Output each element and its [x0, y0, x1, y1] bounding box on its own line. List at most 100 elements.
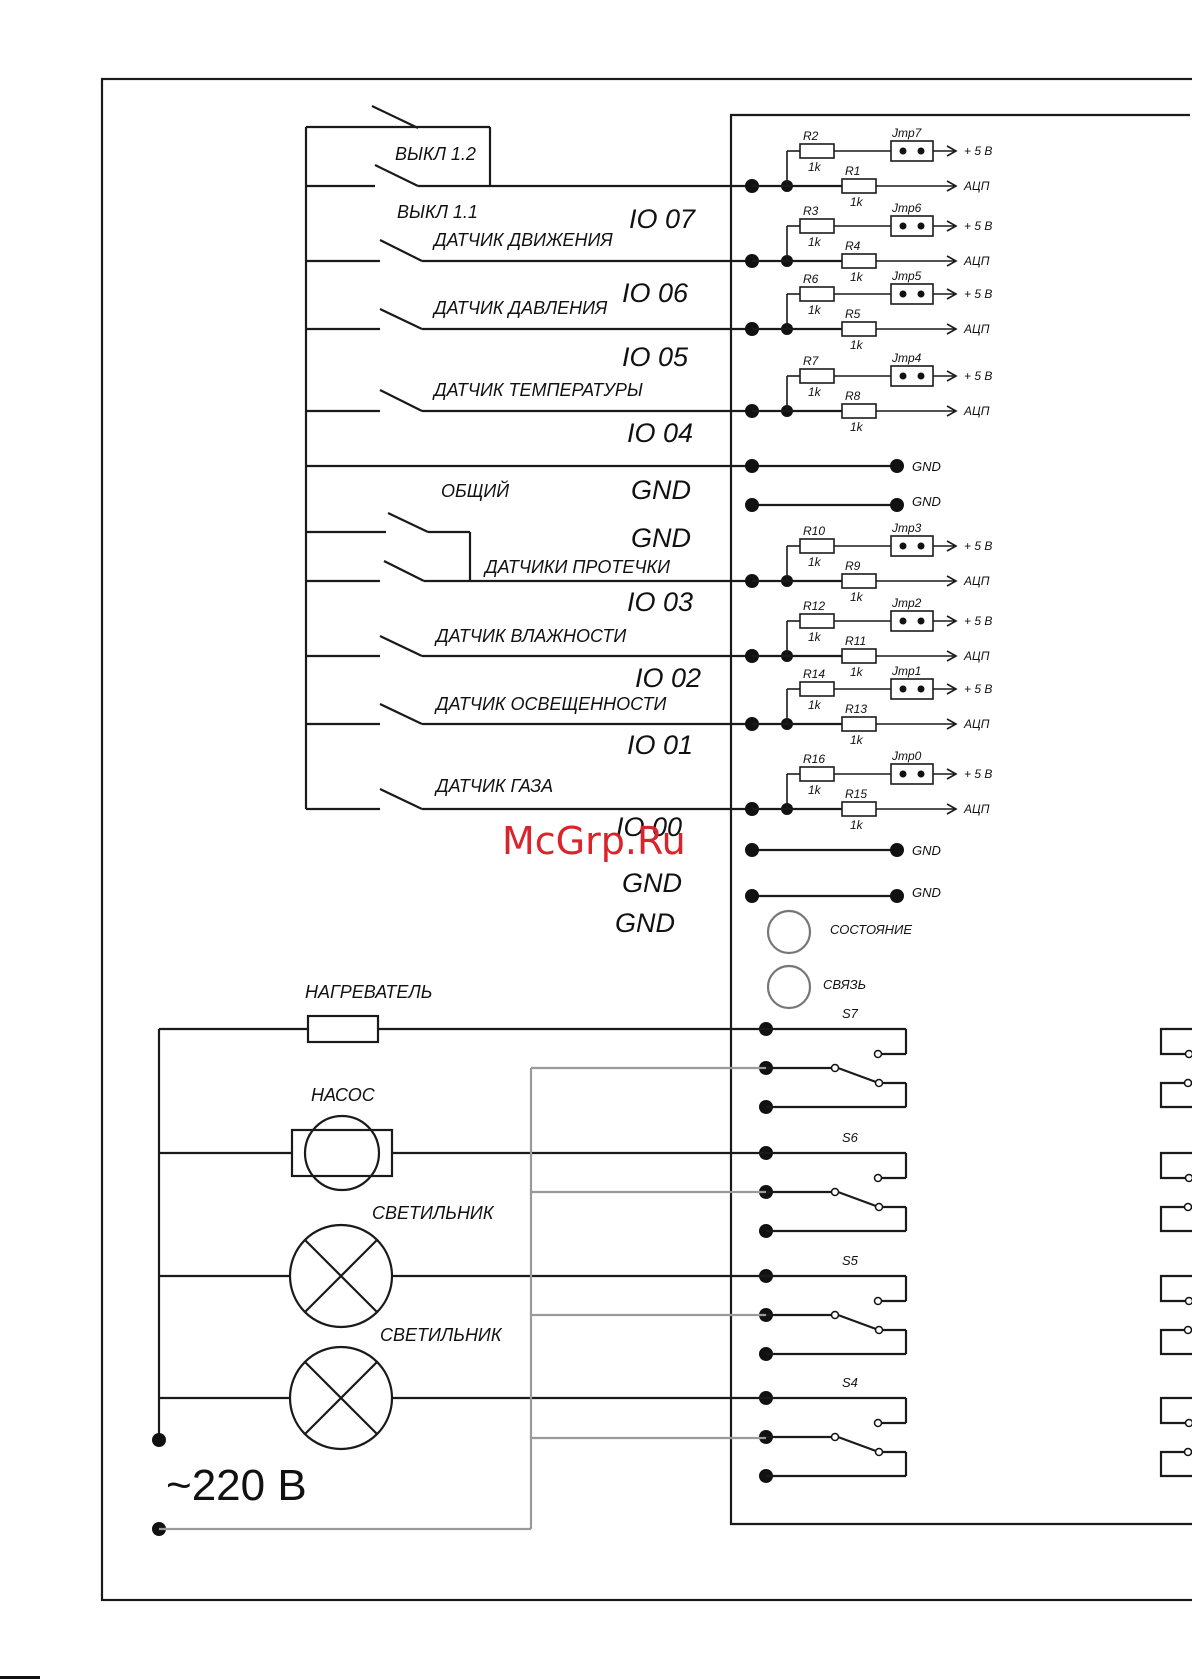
mains-wiring	[152, 1027, 766, 1536]
lamp-2	[288, 1345, 394, 1451]
resistor-value: 1k	[808, 385, 822, 399]
resistor-label: R10	[803, 524, 825, 538]
resistor-label: R2	[803, 129, 819, 143]
io-label-03: IO 03	[627, 587, 693, 617]
resistor-R9	[841, 573, 877, 589]
jumper-label: Jmp7	[891, 126, 923, 140]
resistor-value: 1k	[808, 698, 822, 712]
resistor-R15	[841, 801, 877, 817]
switch-humidity	[379, 635, 752, 658]
supply-label: + 5 В	[964, 144, 992, 158]
jumper-Jmp1	[890, 678, 934, 700]
pump-label: НАСОС	[311, 1085, 376, 1105]
supply-label: + 5 В	[964, 287, 992, 301]
supply-label: + 5 В	[964, 767, 992, 781]
label-gas-sensor: ДАТЧИК ГАЗА	[434, 776, 553, 796]
lamp-1	[288, 1223, 394, 1329]
led-link-label: СВЯЗЬ	[823, 977, 866, 992]
resistor-value: 1k	[850, 818, 864, 832]
relay-S6: S6	[759, 1130, 1192, 1238]
supply-label: + 5 В	[964, 219, 992, 233]
jumper-Jmp2	[890, 610, 934, 632]
io-label-04: IO 04	[627, 418, 693, 448]
resistor-label: R7	[803, 354, 820, 368]
jumper-Jmp3	[890, 535, 934, 557]
supply-label: + 5 В	[964, 682, 992, 696]
resistor-value: 1k	[808, 783, 822, 797]
resistor-R6	[799, 286, 835, 302]
resistor-value: 1k	[850, 338, 864, 352]
resistor-R4	[841, 253, 877, 269]
gnd-pin-label-1: GND	[912, 459, 941, 474]
resistor-label: R6	[803, 272, 819, 286]
resistor-value: 1k	[808, 555, 822, 569]
heater-resistor	[306, 1014, 380, 1044]
gnd-label-2: GND	[631, 523, 691, 553]
resistor-R13	[841, 716, 877, 732]
resistor-R8	[841, 403, 877, 419]
label-light-sensor: ДАТЧИК ОСВЕЩЕННОСТИ	[434, 694, 667, 714]
resistor-value: 1k	[808, 160, 822, 174]
io-label-06: IO 06	[622, 278, 689, 308]
io-label-02: IO 02	[635, 663, 701, 693]
resistor-R5	[841, 321, 877, 337]
jumper-Jmp0	[890, 763, 934, 785]
supply-label: + 5 В	[964, 614, 992, 628]
jumper-label: Jmp2	[891, 596, 922, 610]
jumper-Jmp6	[890, 215, 934, 237]
jumper-label: Jmp4	[891, 351, 922, 365]
relay-S7: S7	[759, 1006, 1192, 1114]
switch-vykl12	[371, 105, 419, 129]
lamp-1-label: СВЕТИЛЬНИК	[372, 1203, 495, 1223]
resistor-R11	[841, 648, 877, 664]
resistor-label: R15	[845, 787, 867, 801]
gnd-pin-label-2: GND	[912, 494, 941, 509]
resistor-value: 1k	[850, 590, 864, 604]
resistor-R12	[799, 613, 835, 629]
lamp-2-label: СВЕТИЛЬНИК	[380, 1325, 503, 1345]
adc-label: АЦП	[963, 717, 990, 731]
jumper-label: Jmp1	[891, 664, 921, 678]
page-frame	[100, 77, 1192, 1602]
jumper-label: Jmp5	[891, 269, 922, 283]
label-temperature-sensor: ДАТЧИК ТЕМПЕРАТУРЫ	[432, 380, 643, 400]
label-vykl12: ВЫКЛ 1.2	[395, 144, 476, 164]
adc-label: АЦП	[963, 322, 990, 336]
resistor-value: 1k	[850, 665, 864, 679]
relay-label: S7	[842, 1006, 859, 1021]
controller-board	[729, 113, 1192, 1526]
resistor-R16	[799, 766, 835, 782]
jumper-label: Jmp3	[891, 521, 922, 535]
resistor-value: 1k	[850, 420, 864, 434]
gnd-label-3: GND	[622, 868, 682, 898]
watermark: McGrp.Ru	[502, 819, 686, 863]
resistor-label: R4	[845, 239, 861, 253]
resistor-label: R13	[845, 702, 867, 716]
adc-label: АЦП	[963, 404, 990, 418]
resistor-R14	[799, 681, 835, 697]
resistor-R10	[799, 538, 835, 554]
resistor-value: 1k	[850, 270, 864, 284]
adc-label: АЦП	[963, 179, 990, 193]
resistor-label: R12	[803, 599, 825, 613]
adc-label: АЦП	[963, 574, 990, 588]
led-state	[766, 909, 812, 955]
supply-label: + 5 В	[964, 369, 992, 383]
jumper-Jmp7	[890, 140, 934, 162]
resistor-label: R9	[845, 559, 861, 573]
resistor-R3	[799, 218, 835, 234]
relay-label: S6	[842, 1130, 859, 1145]
gnd-pin-label-4: GND	[912, 885, 941, 900]
pump-motor	[290, 1114, 394, 1192]
switch-vykl11	[374, 164, 752, 188]
jumper-Jmp5	[890, 283, 934, 305]
switch-leak	[383, 512, 752, 583]
mains-voltage-label: ~220 В	[166, 1461, 307, 1510]
